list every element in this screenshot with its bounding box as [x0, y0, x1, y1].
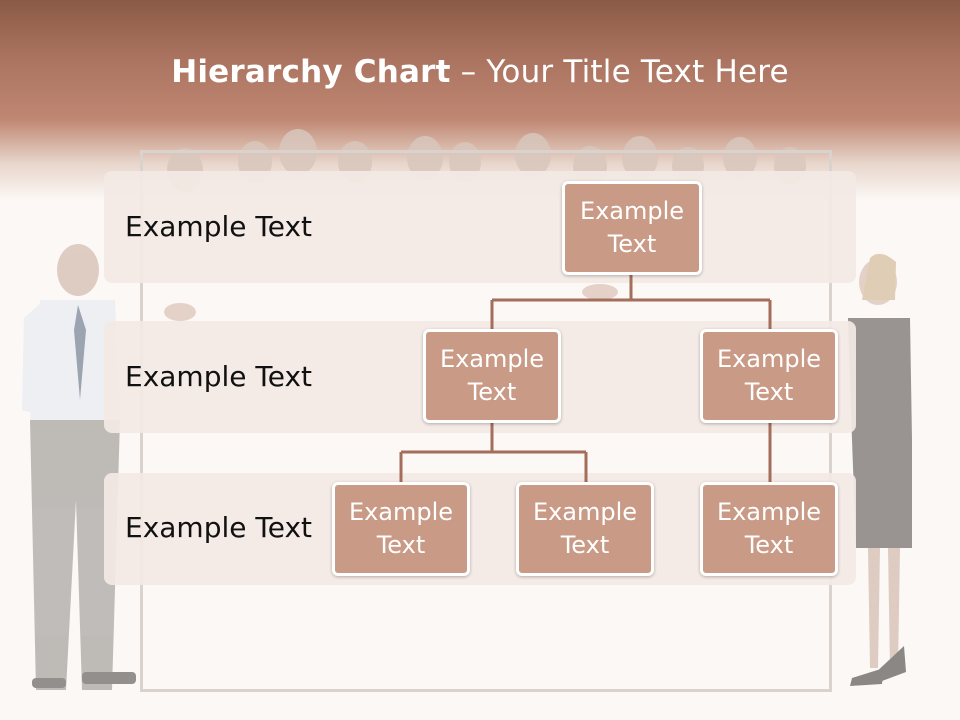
- level-label-1: Example Text: [125, 210, 313, 243]
- node-level2-right: Example Text: [700, 329, 838, 423]
- node-level3-c: Example Text: [700, 482, 838, 576]
- slide-title-bold: Hierarchy Chart: [171, 54, 451, 90]
- node-level2-left: Example Text: [423, 329, 561, 423]
- level-label-2: Example Text: [125, 360, 313, 393]
- slide-title-rest: – Your Title Text Here: [450, 54, 789, 90]
- node-root: Example Text: [562, 181, 702, 275]
- slide-title: Hierarchy Chart – Your Title Text Here: [0, 54, 960, 90]
- level-band-1: [104, 171, 856, 283]
- node-level3-b: Example Text: [516, 482, 654, 576]
- level-label-3: Example Text: [125, 511, 313, 544]
- node-level3-a: Example Text: [332, 482, 470, 576]
